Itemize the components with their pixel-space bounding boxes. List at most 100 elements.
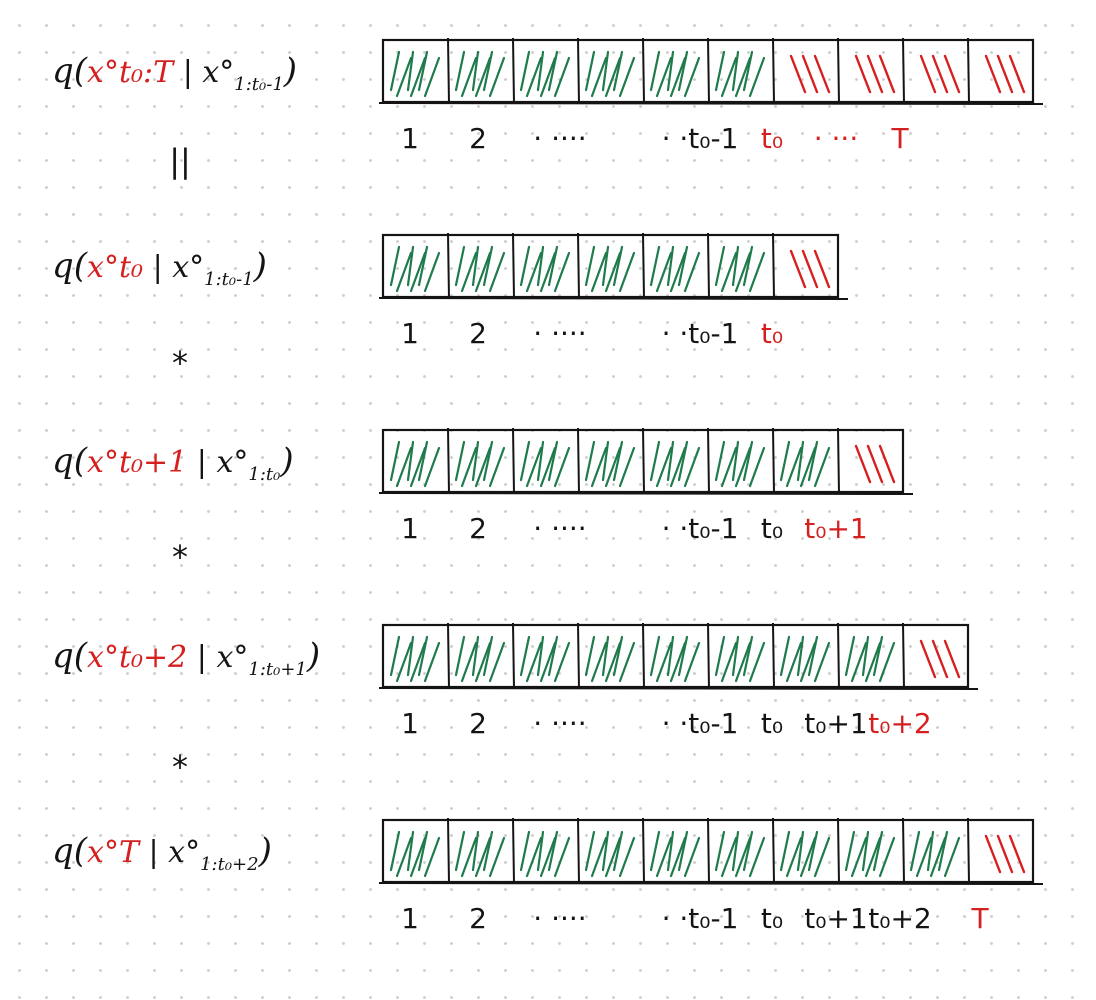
hatch-stroke: [878, 836, 896, 878]
hatch-stroke: [612, 50, 624, 92]
hatch-stroke: [748, 641, 766, 683]
hatch-stroke: [850, 641, 868, 683]
timestep-label: · ····: [533, 902, 586, 935]
hatch-stroke: [649, 50, 661, 92]
observed-timestep-box: [772, 622, 831, 690]
box-divider: [967, 37, 970, 105]
hatch-stroke: [395, 836, 413, 878]
hatch-stroke: [590, 251, 608, 293]
hatch-stroke: [460, 56, 478, 98]
observed-timestep-box: [642, 427, 701, 495]
hatch-stroke: [919, 639, 937, 679]
timestep-label: · ·t₀-1: [662, 512, 739, 545]
hatch-stroke: [872, 635, 884, 677]
timestep-label: t₀+1: [804, 512, 867, 545]
hatch-stroke: [395, 56, 413, 98]
formula-given: | x°: [187, 445, 248, 480]
hatch-stroke: [666, 635, 675, 677]
timestep-label: · ·t₀-1: [662, 122, 739, 155]
hatch-stroke: [669, 446, 687, 488]
hatch-stroke: [649, 635, 661, 677]
hatch-stroke: [612, 245, 624, 287]
hatch-stroke: [734, 446, 752, 488]
hatch-stroke: [519, 50, 531, 92]
formula-4: q(x°t₀+2 | x°1:t₀+1): [52, 636, 320, 680]
hatch-stroke: [409, 836, 427, 878]
hatch-stroke: [861, 830, 870, 872]
hatch-stroke: [683, 446, 701, 488]
timestep-label: t₀: [761, 707, 783, 740]
formula-close: ): [306, 636, 320, 676]
observed-timestep-box: [837, 622, 896, 690]
hatch-stroke: [789, 54, 807, 94]
box-divider: [577, 37, 580, 105]
hatch-stroke: [409, 56, 427, 98]
observed-timestep-box: [707, 427, 766, 495]
hatch-stroke: [460, 251, 478, 293]
hatch-stroke: [807, 635, 819, 677]
observed-timestep-box: [707, 37, 766, 105]
hatch-stroke: [584, 635, 596, 677]
formula-1: q(x°t₀:T | x°1:t₀-1): [52, 51, 297, 95]
hatch-stroke: [734, 56, 752, 98]
hatch-stroke: [813, 446, 831, 488]
hatch-stroke: [553, 446, 571, 488]
timestep-label: t₀+1: [804, 707, 867, 740]
formula-3: q(x°t₀+1 | x°1:t₀): [52, 441, 294, 485]
hatch-stroke: [536, 830, 545, 872]
hatch-stroke: [417, 245, 429, 287]
hatch-stroke: [553, 836, 571, 878]
observed-timestep-box: [389, 440, 441, 488]
timestep-label: t₀: [761, 512, 783, 545]
box-divider: [772, 37, 775, 105]
observed-timestep-box: [642, 817, 701, 885]
hatch-stroke: [655, 446, 673, 488]
observed-timestep-box: [577, 427, 636, 495]
hatch-stroke: [519, 245, 531, 287]
equals-operator: ||: [169, 142, 191, 180]
target-timestep-box: [967, 817, 1026, 885]
hatch-stroke: [474, 56, 492, 98]
hatch-stroke: [519, 830, 531, 872]
timestep-label: T: [970, 902, 989, 935]
formula-sub: 1:t₀: [248, 464, 280, 485]
hatch-stroke: [929, 836, 947, 878]
hatch-stroke: [409, 446, 427, 488]
hatch-stroke: [666, 440, 675, 482]
hatch-stroke: [734, 251, 752, 293]
hatch-stroke: [406, 830, 415, 872]
target-timestep-box: [837, 427, 896, 495]
hatch-stroke: [539, 251, 557, 293]
strip-baseline: [378, 687, 979, 690]
hatch-stroke: [539, 446, 557, 488]
hatch-stroke: [669, 56, 687, 98]
observed-timestep-box: [389, 245, 441, 293]
hatch-stroke: [801, 54, 819, 94]
hatch-stroke: [406, 635, 415, 677]
hatch-stroke: [649, 830, 661, 872]
hatch-stroke: [909, 830, 921, 872]
hatch-stroke: [454, 440, 466, 482]
target-timestep-box: [772, 37, 831, 105]
observed-timestep-box: [389, 635, 441, 683]
hatch-stroke: [539, 641, 557, 683]
timestep-label: 1: [401, 902, 419, 935]
box-divider: [447, 37, 450, 105]
formula-given: | x°: [187, 640, 248, 675]
formula-close: ): [253, 246, 267, 286]
hatch-stroke: [844, 635, 856, 677]
timestep-label: · ····: [533, 707, 586, 740]
product-operator: *: [172, 748, 188, 786]
hatch-stroke: [474, 251, 492, 293]
timestep-label: 2: [469, 707, 487, 740]
timestep-label: 2: [469, 317, 487, 350]
hatch-stroke: [525, 641, 543, 683]
hatch-stroke: [683, 251, 701, 293]
timestep-label: · ····: [533, 122, 586, 155]
hatch-stroke: [519, 635, 531, 677]
formula-close: ): [279, 441, 293, 481]
hatch-stroke: [915, 836, 933, 878]
hatch-stroke: [389, 245, 401, 287]
hatch-stroke: [618, 836, 636, 878]
